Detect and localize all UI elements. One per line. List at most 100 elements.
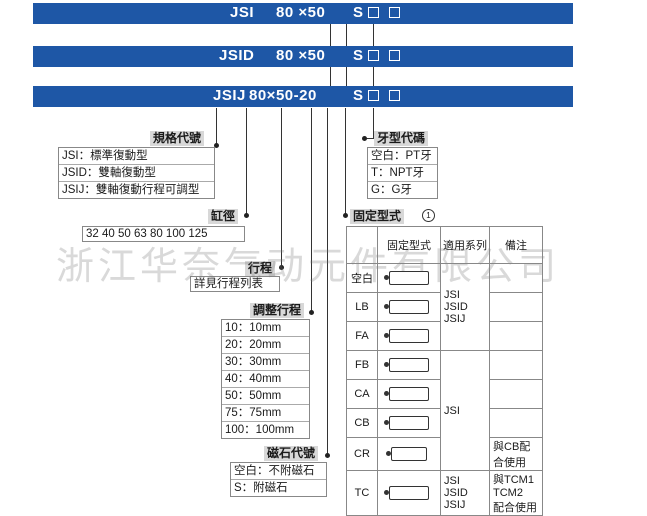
list-item: 100：100mm	[225, 424, 295, 436]
list-item: 50：50mm	[222, 388, 309, 405]
bar-suffix: S	[353, 87, 364, 104]
list-item: JSI：標準復動型	[59, 148, 214, 165]
series-line: JSI	[444, 289, 460, 301]
bore-values: 32 40 50 63 80 100 125	[82, 226, 245, 242]
mount-table: 固定型式 適用系列 備注 空白 JSI JSID JSIJ LB FA FB J…	[346, 226, 543, 516]
code-box	[368, 7, 379, 18]
mount-diagram	[377, 437, 441, 471]
list-item: 20：20mm	[222, 337, 309, 354]
connector-dot	[214, 143, 219, 148]
cylinder-fb-icon	[384, 358, 429, 372]
row-code: 空白	[346, 263, 378, 293]
list-item: S：附磁石	[234, 482, 288, 494]
row-code: CB	[346, 408, 378, 438]
model-bar-jsid: JSID 80 ×50 S	[33, 46, 573, 67]
spec-list: JSI：標準復動型 JSID：雙軸復動型 JSIJ：雙軸復動行程可調型	[58, 147, 215, 199]
mount-diagram	[377, 292, 441, 322]
list-item: JSID：雙軸復動型	[59, 165, 214, 182]
table-row: 空白 JSI JSID JSIJ	[346, 263, 543, 351]
note-line: 配合使用	[493, 502, 537, 514]
connector-thread-h	[364, 138, 374, 139]
blank-header	[346, 226, 378, 264]
connector-bar	[330, 67, 331, 86]
connector-bar	[346, 24, 347, 46]
cylinder-cr-icon	[386, 447, 427, 461]
cylinder-tc-icon	[384, 486, 429, 500]
code-box	[368, 50, 379, 61]
cylinder-lb-icon	[384, 300, 429, 314]
series-line: JSI	[444, 475, 460, 487]
cylinder-fa-icon	[384, 329, 429, 343]
list-item: T：NPT牙	[368, 165, 437, 182]
connector-magnet	[327, 108, 328, 456]
connector-thread	[373, 108, 374, 138]
note-line: TCM2	[493, 487, 523, 499]
cylinder-basic-icon	[384, 271, 429, 285]
connector-dot	[244, 213, 249, 218]
bar-size: 80×50-20	[249, 87, 317, 104]
mount-title: 固定型式	[350, 209, 405, 224]
list-item: 40：40mm	[222, 371, 309, 388]
connector-dot	[309, 310, 314, 315]
row-code: LB	[346, 292, 378, 322]
code-box	[389, 50, 400, 61]
row-note	[489, 263, 543, 293]
note-line: 與TCM1	[493, 474, 534, 486]
model-bar-jsi: JSI 80 ×50 S	[33, 3, 573, 24]
list-item: 30：30mm	[222, 354, 309, 371]
magnet-title: 磁石代號	[264, 446, 319, 461]
bore-title: 缸徑	[208, 209, 239, 224]
code-box	[368, 90, 379, 101]
adjust-title: 調整行程	[250, 303, 305, 318]
mount-diagram	[377, 470, 441, 516]
mount-diagram	[377, 263, 441, 293]
connector-spec	[216, 108, 217, 146]
list-item: G：G牙	[371, 184, 412, 196]
magnet-list: 空白：不附磁石 S：附磁石	[230, 462, 327, 497]
col-header-notes: 備注	[489, 226, 543, 264]
list-item: JSIJ：雙軸復動行程可調型	[62, 184, 200, 196]
row-series: JSI JSID JSIJ	[440, 470, 490, 516]
footnote-badge: 1	[422, 209, 435, 222]
row-note: 與CB配 合使用	[489, 437, 543, 471]
bar-size: 80 ×50	[276, 4, 326, 21]
bar-model: JSIJ	[213, 87, 246, 104]
mount-diagram	[377, 379, 441, 409]
thread-list: 空白：PT牙 T：NPT牙 G：G牙	[367, 147, 438, 199]
row-code: FB	[346, 350, 378, 380]
row-note	[489, 321, 543, 351]
col-header-series: 適用系列	[440, 226, 490, 264]
row-note: 與TCM1 TCM2 配合使用	[489, 470, 543, 516]
bar-model: JSI	[230, 4, 255, 21]
series-line: JSIJ	[444, 499, 466, 511]
connector-mount	[345, 108, 346, 216]
connector-dot	[325, 453, 330, 458]
connector-bar	[346, 67, 347, 86]
list-item: 空白：PT牙	[368, 148, 437, 165]
adjust-list: 10：10mm 20：20mm 30：30mm 40：40mm 50：50mm …	[221, 319, 310, 439]
row-series: JSI	[440, 350, 490, 471]
row-note	[489, 292, 543, 322]
bar-suffix: S	[353, 47, 364, 64]
mount-title-text: 固定型式	[353, 209, 402, 223]
mount-diagram	[377, 408, 441, 438]
bar-suffix: S	[353, 4, 364, 21]
connector-dot	[343, 213, 348, 218]
connector-stroke	[281, 108, 282, 268]
thread-title: 牙型代碼	[374, 131, 429, 146]
note-line: 合使用	[493, 457, 526, 469]
mount-diagram	[377, 350, 441, 380]
list-item: 75：75mm	[222, 405, 309, 422]
row-code: CR	[346, 437, 378, 471]
table-row: LB	[346, 292, 543, 322]
connector-bar	[330, 24, 331, 46]
cylinder-ca-icon	[384, 387, 429, 401]
row-code: FA	[346, 321, 378, 351]
table-header-row: 固定型式 適用系列 備注	[346, 226, 543, 264]
connector-bore	[246, 108, 247, 216]
row-code: TC	[346, 470, 378, 516]
table-row: CB	[346, 408, 543, 438]
code-box	[389, 7, 400, 18]
series-line: JSID	[444, 301, 468, 313]
table-row: FB JSI	[346, 350, 543, 471]
